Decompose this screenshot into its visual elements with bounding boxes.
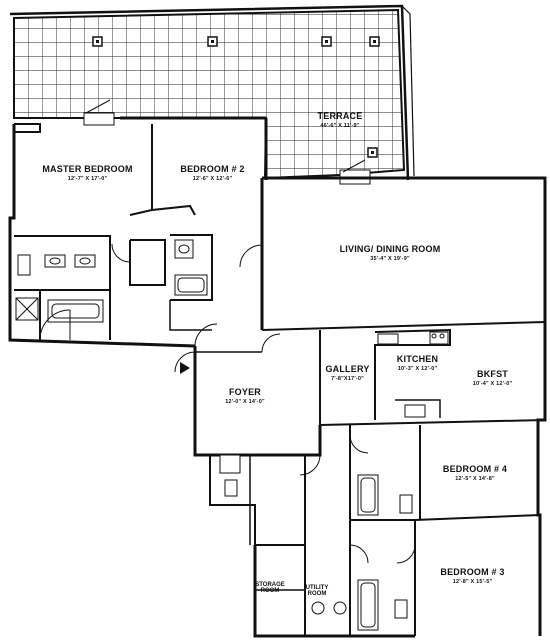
label-bedroom-3: BEDROOM # 3 12'-8" X 15'-5" [435, 568, 510, 586]
room-name: KITCHEN [396, 354, 439, 364]
room-dimensions: 12'-7" X 17'-0" [67, 176, 108, 182]
room-name: BKFST [477, 369, 508, 379]
room-name: BEDROOM # 2 [180, 164, 245, 174]
room-name: TERRACE [317, 111, 363, 121]
terrace-area [9, 4, 415, 185]
room-dimensions: 12'-6" X 12'-6" [192, 176, 233, 182]
label-utility-room: UTILITY ROOM [305, 585, 329, 597]
room-dimensions: 12'-5" X 14'-8" [455, 476, 495, 482]
label-bkfst: BKFST 10'-4" X 12'-0" [465, 370, 520, 388]
room-dimensions: 12'-8" X 15'-5" [452, 579, 493, 585]
label-bedroom-2: BEDROOM # 2 12'-6" X 12'-6" [170, 165, 255, 183]
doors [39, 243, 416, 564]
room-dimensions: 10'-3" X 12'-0" [397, 366, 438, 372]
room-name: FOYER [228, 387, 261, 397]
room-name: MASTER BEDROOM [42, 164, 133, 174]
room-name: LIVING/ DINING ROOM [339, 244, 441, 254]
room-name: BEDROOM # 3 [440, 567, 505, 577]
room-dimensions: 10'-4" X 12'-0" [472, 381, 513, 387]
label-living-dining-room: LIVING/ DINING ROOM 35'-4" X 19'-9" [335, 245, 445, 263]
room-dimensions: 35'-4" X 19'-9" [370, 256, 410, 262]
label-foyer: FOYER 12'-0" X 14'-0" [215, 388, 275, 406]
label-terrace: TERRACE 46'-6" X 11'-9" [305, 112, 375, 130]
label-gallery: GALLERY 7'-8"X17'-0" [325, 365, 370, 383]
room-name: GALLERY [325, 364, 370, 374]
label-master-bedroom: MASTER BEDROOM 12'-7" X 17'-0" [40, 165, 135, 183]
walls [8, 116, 547, 638]
room-dimensions: 7'-8"X17'-0" [331, 376, 364, 382]
entry-arrow-icon [180, 362, 190, 374]
label-kitchen: KITCHEN 10'-3" X 12'-0" [390, 355, 445, 373]
room-name: BEDROOM # 4 [442, 464, 508, 474]
fixtures [15, 239, 449, 631]
label-bedroom-4: BEDROOM # 4 12'-5" X 14'-8" [440, 465, 510, 483]
label-storage-room: STORAGE ROOM [255, 582, 285, 594]
room-dimensions: 46'-6" X 11'-9" [320, 123, 360, 129]
room-dimensions: 12'-0" X 14'-0" [225, 399, 265, 405]
